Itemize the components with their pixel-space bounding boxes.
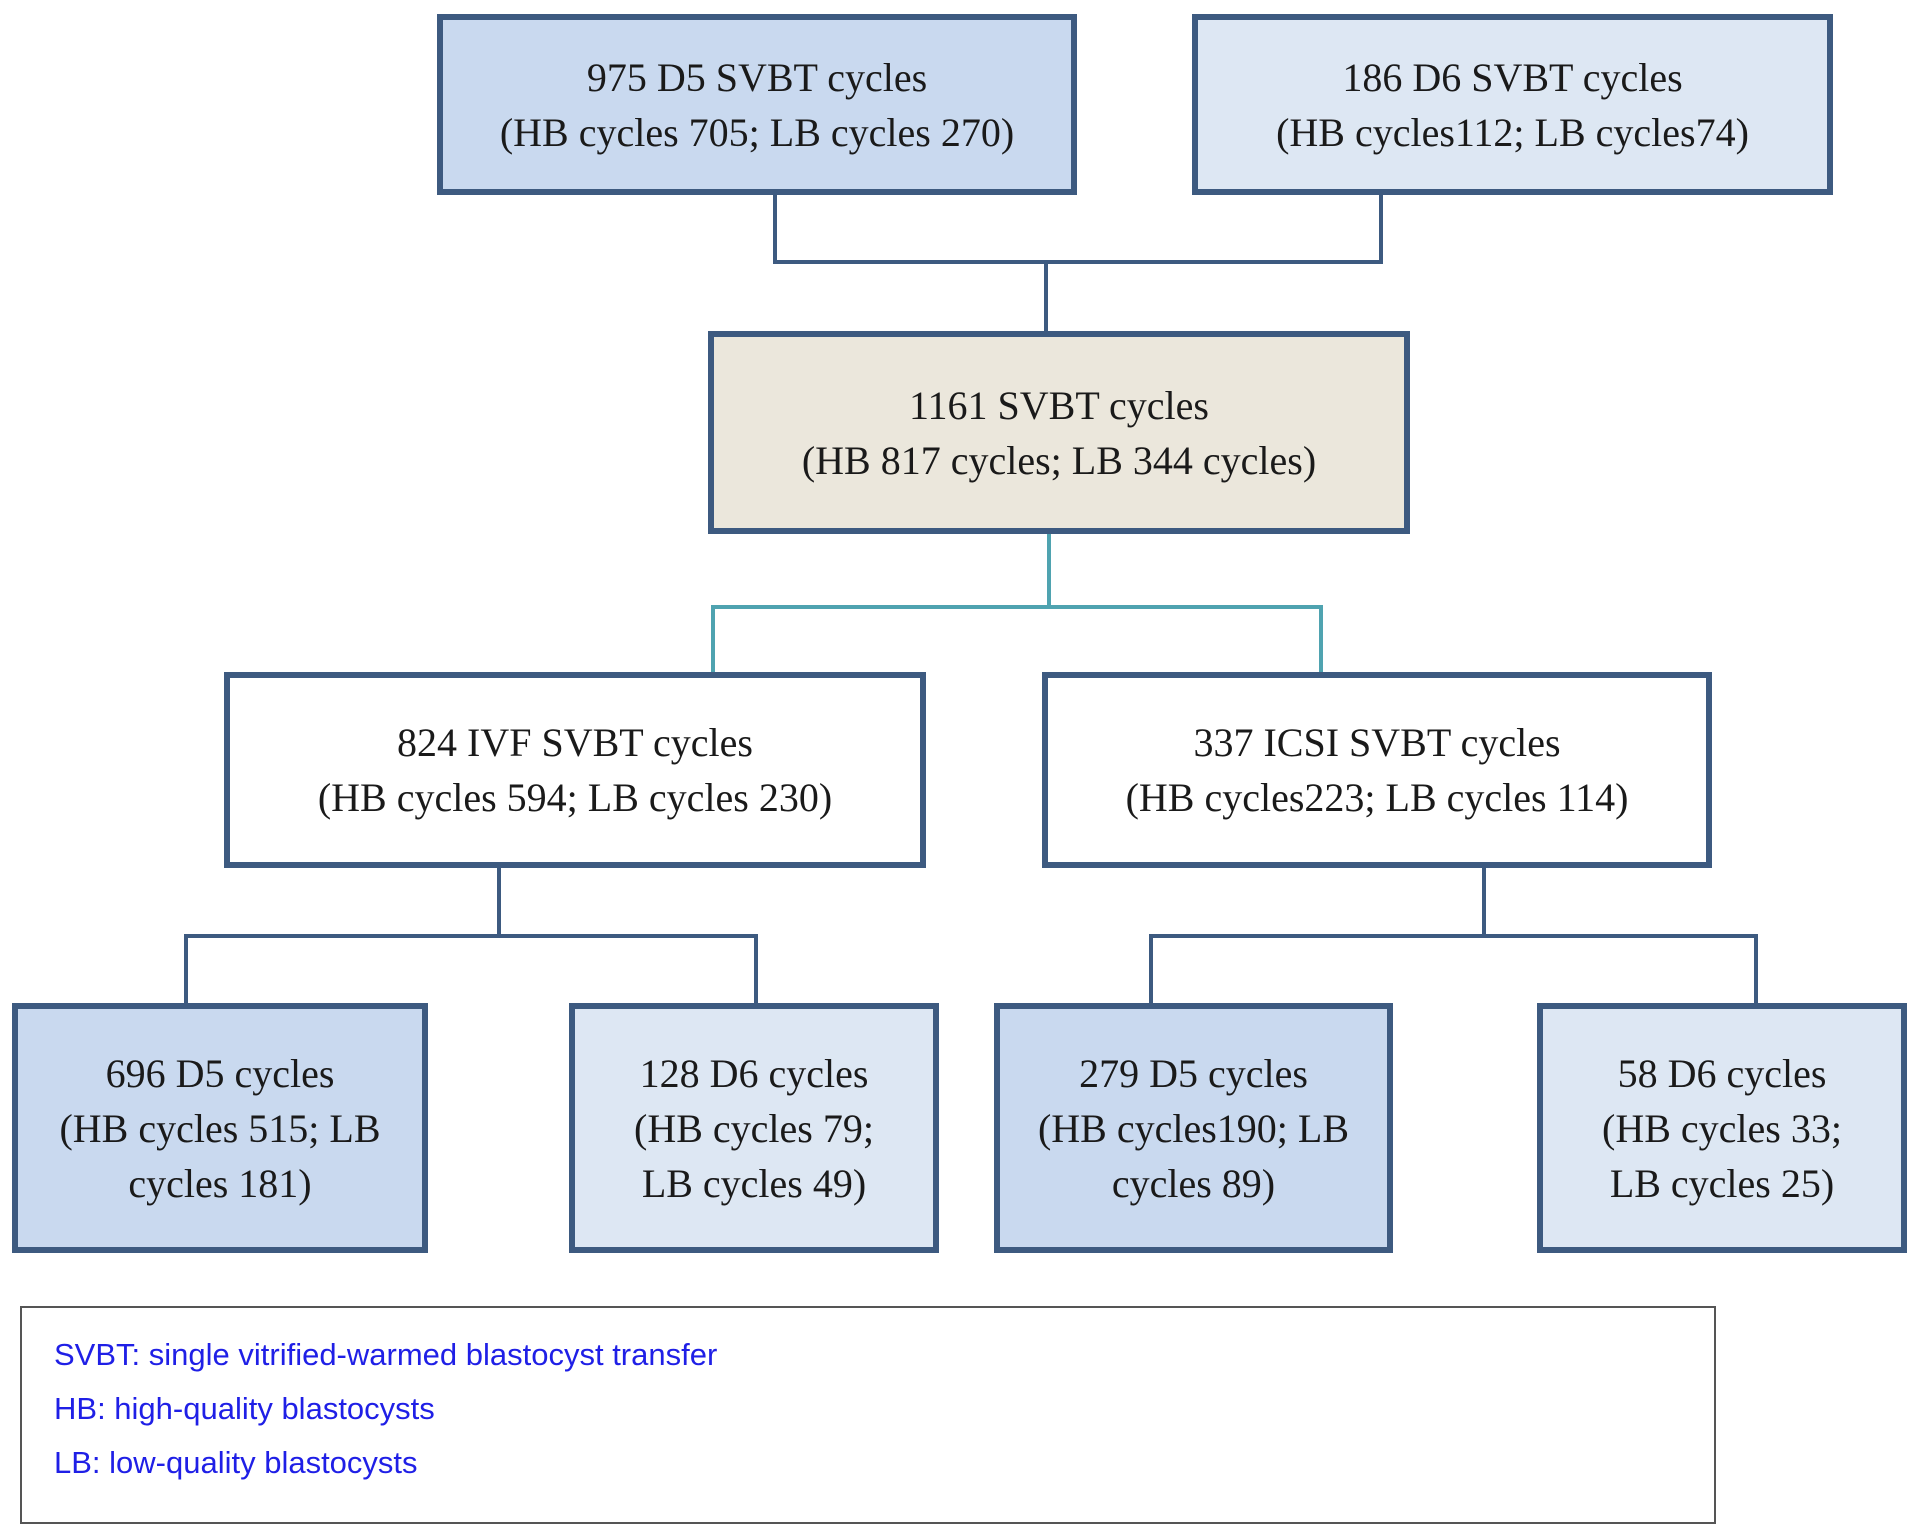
node-ivf-svbt-cycles: 824 IVF SVBT cycles (HB cycles 594; LB c…	[224, 672, 926, 868]
node-breakdown: (HB cycles 515; LB	[59, 1105, 381, 1151]
connector-total-split	[711, 605, 1323, 672]
node-title: 58 D6 cycles	[1617, 1050, 1827, 1096]
node-breakdown: (HB 817 cycles; LB 344 cycles)	[801, 437, 1317, 483]
connector-icsi-split	[1149, 934, 1758, 1003]
node-breakdown: (HB cycles 79;	[634, 1105, 874, 1151]
node-title: 186 D6 SVBT cycles	[1342, 54, 1683, 100]
node-breakdown: (HB cycles 594; LB cycles 230)	[317, 775, 833, 820]
connector-ivf-split	[184, 934, 758, 1003]
node-breakdown: (HB cycles 705; LB cycles 270)	[499, 109, 1015, 155]
node-breakdown-cont: cycles 181)	[128, 1160, 312, 1206]
node-title: 279 D5 cycles	[1079, 1050, 1308, 1096]
node-ivf-d6-cycles: 128 D6 cycles (HB cycles 79; LB cycles 4…	[569, 1003, 939, 1253]
node-title: 696 D5 cycles	[105, 1050, 335, 1096]
node-breakdown-cont: LB cycles 25)	[1609, 1160, 1835, 1206]
node-d6-svbt-cycles: 186 D6 SVBT cycles (HB cycles112; LB cyc…	[1192, 14, 1833, 195]
node-breakdown: (HB cycles223; LB cycles 114)	[1125, 775, 1629, 820]
node-title: 128 D6 cycles	[639, 1050, 869, 1096]
node-icsi-svbt-cycles: 337 ICSI SVBT cycles (HB cycles223; LB c…	[1042, 672, 1712, 868]
node-icsi-d5-cycles: 279 D5 cycles (HB cycles190; LB cycles 8…	[994, 1003, 1393, 1253]
node-title: 337 ICSI SVBT cycles	[1193, 720, 1561, 765]
node-title: 975 D5 SVBT cycles	[586, 54, 928, 100]
node-breakdown: (HB cycles190; LB	[1037, 1105, 1350, 1151]
node-ivf-d5-cycles: 696 D5 cycles (HB cycles 515; LB cycles …	[12, 1003, 428, 1253]
legend-item-lb: LB: low-quality blastocysts	[54, 1445, 418, 1480]
node-breakdown-cont: cycles 89)	[1111, 1160, 1276, 1206]
node-breakdown: (HB cycles112; LB cycles74)	[1276, 109, 1749, 155]
node-breakdown: (HB cycles 33;	[1602, 1105, 1842, 1151]
node-icsi-d6-cycles: 58 D6 cycles (HB cycles 33; LB cycles 25…	[1537, 1003, 1907, 1253]
connector-top-merge	[773, 195, 1383, 264]
legend-item-hb: HB: high-quality blastocysts	[54, 1391, 435, 1426]
node-d5-svbt-cycles: 975 D5 SVBT cycles (HB cycles 705; LB cy…	[437, 14, 1077, 195]
node-breakdown-cont: LB cycles 49)	[641, 1160, 867, 1206]
node-total-svbt-cycles: 1161 SVBT cycles (HB 817 cycles; LB 344 …	[708, 331, 1410, 534]
legend-item-svbt: SVBT: single vitrified-warmed blastocyst…	[54, 1337, 718, 1372]
node-title: 1161 SVBT cycles	[909, 382, 1209, 428]
node-title: 824 IVF SVBT cycles	[397, 720, 753, 765]
abbreviation-legend: SVBT: single vitrified-warmed blastocyst…	[20, 1306, 1716, 1524]
